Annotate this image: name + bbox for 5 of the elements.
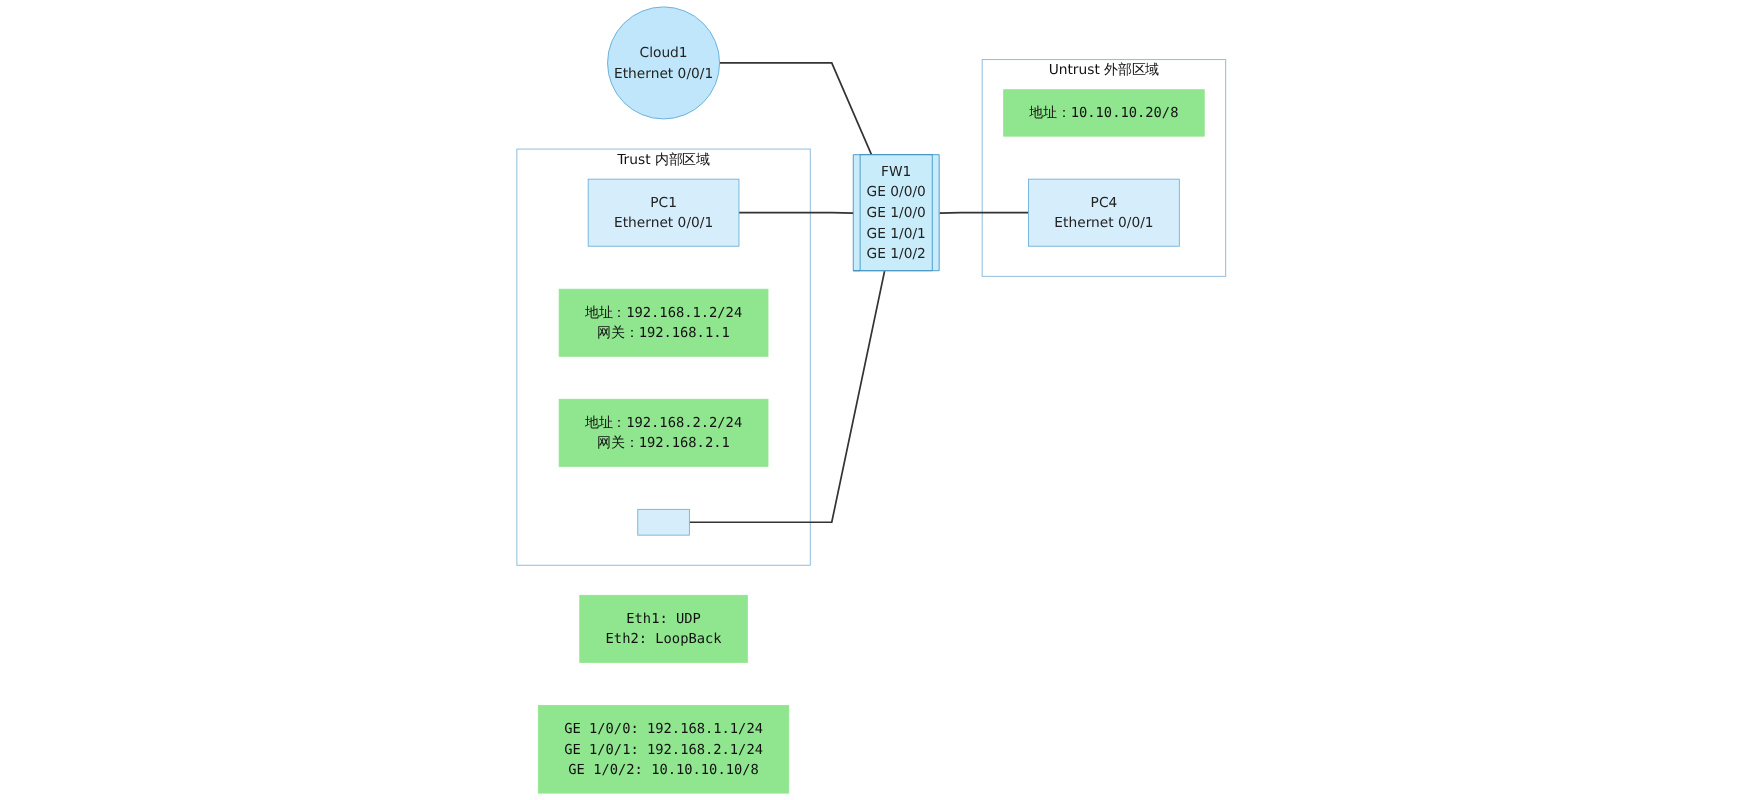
connector <box>689 270 887 524</box>
node-box <box>638 508 691 536</box>
connector <box>738 211 856 214</box>
connector <box>719 62 874 156</box>
connector <box>939 211 1031 214</box>
